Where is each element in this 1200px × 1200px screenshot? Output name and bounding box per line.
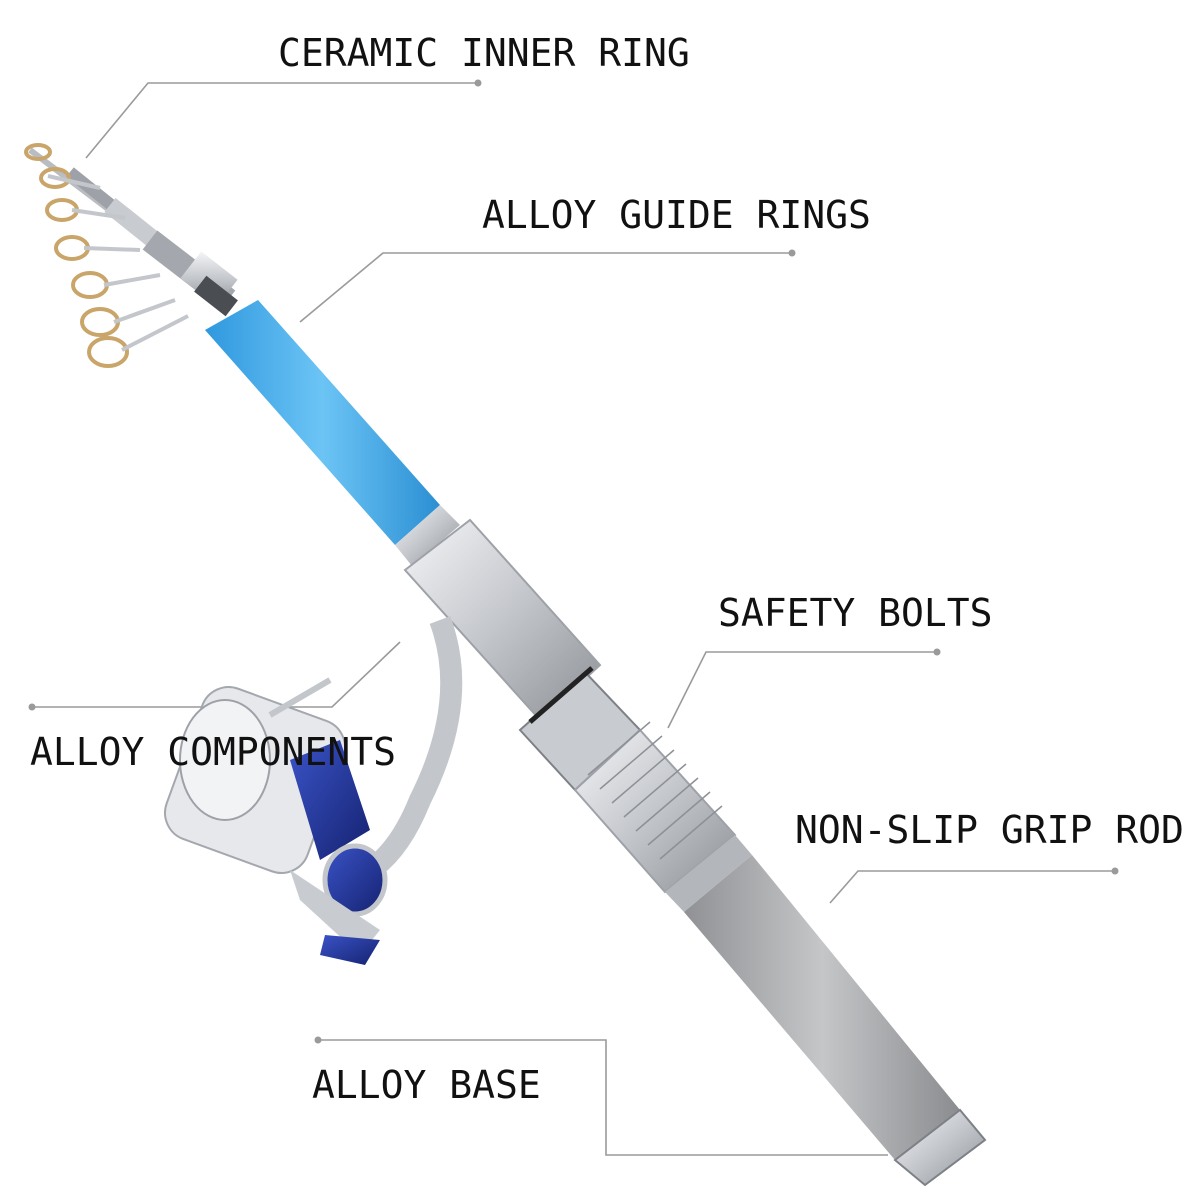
leader-ceramic-inner-ring	[85, 82, 478, 159]
leader-dot-safety	[933, 648, 941, 656]
rod-blue-section	[205, 300, 460, 566]
leader-alloy-components	[32, 641, 401, 708]
label-ceramic-inner-ring: CERAMIC INNER RING	[278, 31, 690, 75]
label-safety-bolts: SAFETY BOLTS	[718, 591, 993, 635]
label-non-slip-grip-rod: NON-SLIP GRIP ROD	[795, 808, 1184, 852]
reel-seat	[403, 518, 752, 912]
ceramic-ring-icon	[24, 143, 52, 161]
label-alloy-base: ALLOY BASE	[312, 1063, 541, 1107]
guide-ring-icon	[54, 235, 90, 261]
leader-dot-grip	[1111, 867, 1119, 875]
leader-alloy-guide-rings	[299, 252, 792, 323]
guide-ring-icon	[87, 336, 129, 368]
label-alloy-components: ALLOY COMPONENTS	[30, 730, 397, 774]
leader-dot-base	[314, 1036, 322, 1044]
leader-non-slip-grip-rod	[829, 870, 1115, 904]
leader-dot-components	[28, 703, 36, 711]
non-slip-grip	[684, 855, 987, 1187]
label-alloy-guide-rings: ALLOY GUIDE RINGS	[482, 193, 871, 237]
guide-ring-icon	[39, 167, 71, 189]
guide-rings	[24, 143, 189, 368]
leader-lines	[28, 79, 1119, 1156]
guide-ring-icon	[71, 271, 109, 299]
spinning-reel	[164, 616, 463, 965]
leader-alloy-base	[318, 1039, 888, 1156]
leader-safety-bolts	[667, 651, 937, 729]
leader-dot-ceramic	[474, 79, 482, 87]
leader-dot-guide	[788, 249, 796, 257]
rod-tip-sections	[28, 147, 238, 317]
guide-ring-icon	[80, 307, 120, 337]
